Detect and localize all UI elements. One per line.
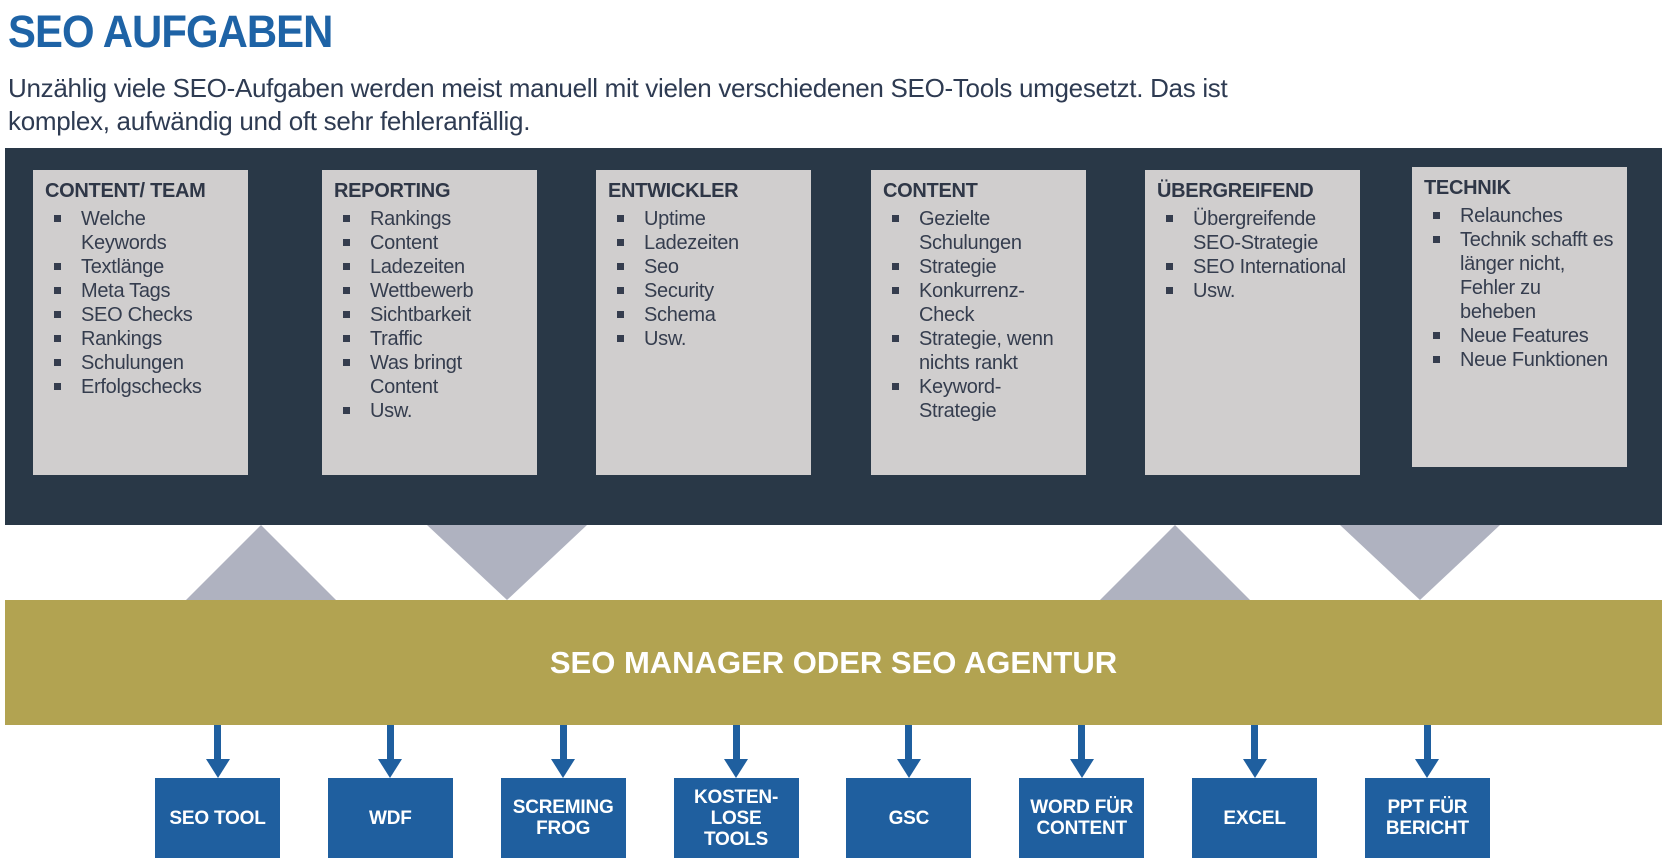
card-item-list: Relaunches Technik schafft es länger nic…	[1424, 204, 1615, 372]
tool-column: WORD FÜR CONTENT	[1019, 725, 1145, 860]
task-card-uebergreifend: ÜBERGREIFEND Übergreifende SEO-Strategie…	[1145, 170, 1360, 475]
card-item: Meta Tags	[45, 279, 236, 303]
task-card-content-team: CONTENT/ TEAM Welche Keywords Textlänge …	[33, 170, 248, 475]
task-card-content: CONTENT Gezielte Schulungen Strategie Ko…	[871, 170, 1086, 475]
down-arrow-icon	[724, 725, 749, 778]
tool-column: KOSTEN-LOSE TOOLS	[673, 725, 799, 860]
card-item: Technik schafft es länger nicht, Fehler …	[1424, 228, 1615, 324]
tool-column: SCREMING FROG	[500, 725, 626, 860]
card-item: Strategie, wenn nichts rankt	[883, 327, 1074, 375]
connector-triangle-up-icon	[186, 525, 336, 600]
tool-box-wdf: WDF	[327, 778, 453, 858]
card-item: Keyword-Strategie	[883, 375, 1074, 423]
card-item: Schulungen	[45, 351, 236, 375]
card-item: Seo	[608, 255, 799, 279]
down-arrow-icon	[205, 725, 230, 778]
card-item-list: Übergreifende SEO-Strategie SEO Internat…	[1157, 207, 1348, 303]
card-item: Usw.	[334, 399, 525, 423]
tool-column: WDF	[327, 725, 453, 860]
card-item: Wettbewerb	[334, 279, 525, 303]
manager-band-label: SEO MANAGER ODER SEO AGENTUR	[549, 644, 1118, 680]
card-item-list: Welche Keywords Textlänge Meta Tags SEO …	[45, 207, 236, 399]
card-item: Welche Keywords	[45, 207, 236, 255]
down-arrow-icon	[551, 725, 576, 778]
card-title: ENTWICKLER	[608, 180, 739, 202]
page-subtitle: Unzählig viele SEO-Aufgaben werden meist…	[8, 72, 1228, 138]
tool-column: GSC	[846, 725, 972, 860]
card-title: ÜBERGREIFEND	[1157, 180, 1314, 202]
tool-box-gsc: GSC	[846, 778, 972, 858]
down-arrow-icon	[1415, 725, 1440, 778]
tool-column: SEO TOOL	[155, 725, 280, 860]
card-item: Übergreifende SEO-Strategie	[1157, 207, 1348, 255]
card-item: Sichtbarkeit	[334, 303, 525, 327]
card-item: Strategie	[883, 255, 1074, 279]
card-item: Konkurrenz-Check	[883, 279, 1074, 327]
down-arrow-icon	[896, 725, 921, 778]
page-title: SEO AUFGABEN	[8, 6, 333, 57]
card-item: Relaunches	[1424, 204, 1615, 228]
card-item: Schema	[608, 303, 799, 327]
card-title: TECHNIK	[1424, 177, 1511, 199]
tool-column: EXCEL	[1192, 725, 1318, 860]
tool-box-seo-tool: SEO TOOL	[155, 778, 280, 858]
card-item: Erfolgschecks	[45, 375, 236, 399]
card-item: Was bringt Content	[334, 351, 525, 399]
tool-box-word-fuer-content: WORD FÜR CONTENT	[1019, 778, 1145, 858]
connector-triangle-down-icon	[427, 525, 587, 600]
card-title: CONTENT	[883, 180, 978, 202]
card-title: REPORTING	[334, 180, 451, 202]
card-item: Usw.	[608, 327, 799, 351]
card-item: Textlänge	[45, 255, 236, 279]
card-item: Uptime	[608, 207, 799, 231]
card-item: Neue Features	[1424, 324, 1615, 348]
seo-tasks-band: CONTENT/ TEAM Welche Keywords Textlänge …	[5, 148, 1662, 525]
tool-column: PPT FÜR BERICHT	[1364, 725, 1490, 860]
tool-box-excel: EXCEL	[1192, 778, 1318, 858]
connector-triangle-up-icon	[1100, 525, 1250, 600]
subtitle-line: Unzählig viele SEO-Aufgaben werden meist…	[8, 73, 1228, 103]
card-item-list: Rankings Content Ladezeiten Wettbewerb S…	[334, 207, 525, 423]
down-arrow-icon	[1242, 725, 1267, 778]
card-item: Gezielte Schulungen	[883, 207, 1074, 255]
card-item: Ladezeiten	[608, 231, 799, 255]
card-item: Usw.	[1157, 279, 1348, 303]
card-item: Traffic	[334, 327, 525, 351]
down-arrow-icon	[1069, 725, 1094, 778]
tool-box-kostenlose-tools: KOSTEN-LOSE TOOLS	[673, 778, 799, 858]
task-card-entwickler: ENTWICKLER Uptime Ladezeiten Seo Securit…	[596, 170, 811, 475]
task-card-reporting: REPORTING Rankings Content Ladezeiten We…	[322, 170, 537, 475]
task-card-technik: TECHNIK Relaunches Technik schafft es lä…	[1412, 167, 1627, 467]
card-item: Neue Funktionen	[1424, 348, 1615, 372]
card-title: CONTENT/ TEAM	[45, 180, 206, 202]
subtitle-line: komplex, aufwändig und oft sehr fehleran…	[8, 106, 531, 136]
card-item-list: Gezielte Schulungen Strategie Konkurrenz…	[883, 207, 1074, 423]
card-item: Security	[608, 279, 799, 303]
tool-box-ppt-fuer-bericht: PPT FÜR BERICHT	[1364, 778, 1490, 858]
card-item: SEO Checks	[45, 303, 236, 327]
tools-row: SEO TOOL WDF SCREMING FROG KOSTEN-LOSE T…	[155, 725, 1490, 860]
card-item: Ladezeiten	[334, 255, 525, 279]
manager-band: SEO MANAGER ODER SEO AGENTUR	[5, 600, 1662, 725]
down-arrow-icon	[378, 725, 403, 778]
connector-triangle-down-icon	[1340, 525, 1500, 600]
card-item: Rankings	[334, 207, 525, 231]
card-item-list: Uptime Ladezeiten Seo Security Schema Us…	[608, 207, 799, 351]
card-item: Rankings	[45, 327, 236, 351]
card-item: SEO International	[1157, 255, 1348, 279]
tool-box-screming-frog: SCREMING FROG	[500, 778, 626, 858]
card-item: Content	[334, 231, 525, 255]
